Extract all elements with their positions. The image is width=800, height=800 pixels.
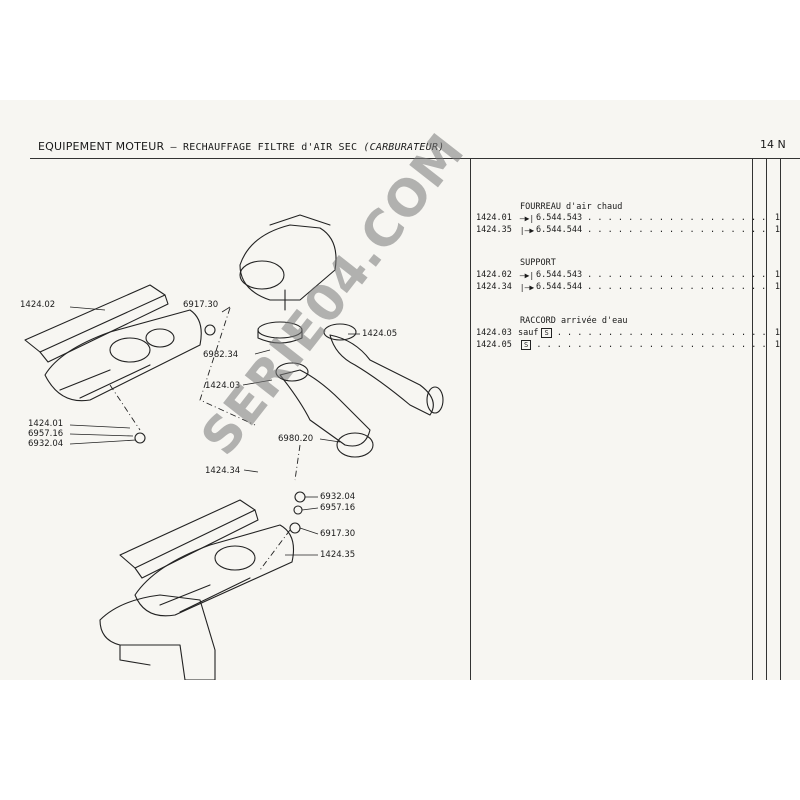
ref-qty: 1 — [774, 282, 780, 292]
header-title: EQUIPEMENT MOTEUR — [38, 140, 165, 153]
ref-code: 1424.35 — [476, 225, 512, 235]
callout-label: 6917.30 — [320, 529, 356, 539]
callout-label: 1424.02 — [20, 300, 56, 310]
callout-label: 6932.04 — [320, 492, 356, 502]
diagram-divider — [470, 158, 471, 680]
column-line-3 — [780, 158, 781, 680]
reference-row: 1424.01 —▶| 6.544.543 . . . . . . . . . … — [476, 213, 780, 223]
hose-clamp-lower — [336, 432, 374, 458]
ref-code: 1424.03 — [476, 328, 512, 338]
header-subtitle: RECHAUFFAGE FILTRE d'AIR SEC — [183, 142, 358, 153]
reference-row: 1424.05 S . . . . . . . . . . . . . . . … — [476, 340, 780, 350]
group-title: RACCORD arrivée d'eau — [520, 316, 628, 326]
ref-qty: 1 — [774, 340, 780, 350]
ref-code: 1424.02 — [476, 270, 512, 280]
ref-code: 1424.05 — [476, 340, 512, 350]
callout-label: 1424.35 — [320, 550, 356, 560]
hose-clamp-upper — [257, 321, 303, 339]
reference-row: 1424.35 |—▶ 6.544.544 . . . . . . . . . … — [476, 225, 780, 235]
exploded-parts-diagram — [24, 214, 444, 680]
arrow-stop-right-icon: |—▶ — [519, 225, 535, 235]
callout-label: 6957.16 — [28, 429, 64, 439]
ref-number: 6.544.543 . . . . . . . . . . . . . . . … — [536, 213, 766, 223]
column-line-2 — [766, 158, 767, 680]
callout-label: 6980.20 — [278, 434, 314, 444]
page-number: 14 N — [760, 138, 786, 151]
arrow-right-stop-icon: —▶| — [519, 213, 535, 223]
air-intake-elbow — [239, 224, 337, 301]
header-qualifier: (CARBURATEUR) — [363, 142, 445, 153]
callout-label: 1424.03 — [205, 381, 241, 391]
s-badge: S — [541, 328, 552, 338]
ref-qty: 1 — [774, 213, 780, 223]
column-line-1 — [752, 158, 753, 680]
header-dash: — — [170, 142, 177, 153]
ref-qty: 1 — [774, 328, 780, 338]
callout-label: 1424.05 — [362, 329, 398, 339]
header-rule — [30, 158, 800, 159]
group-title: SUPPORT — [520, 258, 556, 268]
ref-number: 6.544.543 . . . . . . . . . . . . . . . … — [536, 270, 766, 280]
reference-row: 1424.02 —▶| 6.544.543 . . . . . . . . . … — [476, 270, 780, 280]
reference-row: 1424.34 |—▶ 6.544.544 . . . . . . . . . … — [476, 282, 780, 292]
ref-number: S . . . . . . . . . . . . . . . . . . . … — [518, 340, 766, 350]
y-pipe — [279, 369, 371, 447]
callout-label: 6917.30 — [183, 300, 219, 310]
page-header: EQUIPEMENT MOTEUR — RECHAUFFAGE FILTRE d… — [38, 140, 444, 153]
catalog-page: EQUIPEMENT MOTEUR — RECHAUFFAGE FILTRE d… — [0, 100, 800, 680]
ref-qty: 1 — [774, 270, 780, 280]
ref-number: 6.544.544 . . . . . . . . . . . . . . . … — [536, 225, 766, 235]
callout-label: 1424.34 — [205, 466, 241, 476]
s-badge: S — [521, 340, 532, 350]
arrow-stop-right-icon: |—▶ — [519, 282, 535, 292]
callout-label: 1424.01 — [28, 419, 64, 429]
heat-shroud-upper — [44, 309, 202, 402]
heat-shroud-lower — [134, 524, 295, 617]
ref-qty: 1 — [774, 225, 780, 235]
ref-code: 1424.34 — [476, 282, 512, 292]
exhaust-manifold — [99, 594, 216, 680]
ref-code: 1424.01 — [476, 213, 512, 223]
ref-number: 6.544.544 . . . . . . . . . . . . . . . … — [536, 282, 766, 292]
callout-label: 6957.16 — [320, 503, 356, 513]
callout-label: 6982.34 — [203, 350, 239, 360]
group-title: FOURREAU d'air chaud — [520, 202, 623, 212]
arrow-right-stop-icon: —▶| — [519, 270, 535, 280]
support-plate-lower — [119, 499, 256, 569]
callout-label: 6932.04 — [28, 439, 64, 449]
